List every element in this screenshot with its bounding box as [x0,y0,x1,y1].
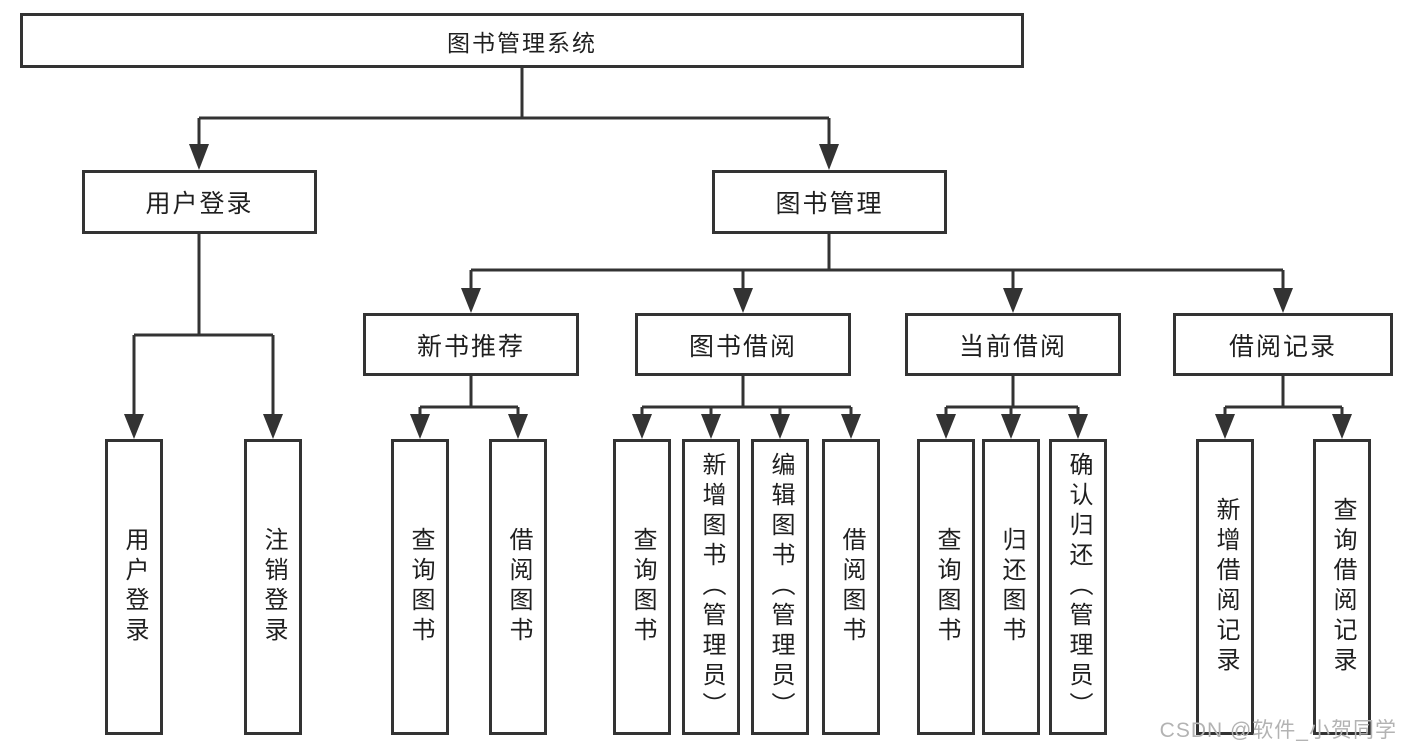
csdn-watermark: CSDN @软件_小贺同学 [1159,719,1397,742]
arrowhead [263,414,283,439]
node-book-management: 图书管理 [712,170,947,234]
node-new-book-recommendation: 新书推荐 [363,313,579,376]
arrowhead [1273,288,1293,313]
leaf-query-books-borrow: 查询图书 [613,439,671,735]
arrowhead [1215,414,1235,439]
leaf-label: 借阅图书 [838,527,865,647]
connector-borrow-to-leaves [640,376,853,417]
arrowhead [936,414,956,439]
node-current-borrowing: 当前借阅 [905,313,1121,376]
connector-bookmgmt-to-level3 [469,234,1285,291]
leaf-label: 查询图书 [933,527,960,647]
arrowhead [124,414,144,439]
node-root-system: 图书管理系统 [20,13,1024,68]
leaf-query-books-newbook: 查询图书 [391,439,449,735]
arrowhead [733,288,753,313]
arrowhead [701,414,721,439]
leaf-confirm-return-admin: 确认归还（管理员） [1049,439,1107,735]
leaf-borrow-books: 借阅图书 [822,439,880,735]
leaf-query-borrow-record: 查询借阅记录 [1313,439,1371,735]
leaf-borrow-books-newbook: 借阅图书 [489,439,547,735]
arrowhead [1332,414,1352,439]
node-book-borrowing: 图书借阅 [635,313,851,376]
leaf-label: 用户登录 [121,527,148,647]
leaf-label: 借阅图书 [505,527,532,647]
arrowhead [1003,288,1023,313]
connector-records-to-leaves [1223,376,1344,417]
arrowhead [461,288,481,313]
leaf-user-login: 用户登录 [105,439,163,735]
connector-newbook-to-leaves [418,376,520,417]
leaf-label: 确认归还（管理员） [1065,452,1092,722]
arrowhead [632,414,652,439]
arrowhead [770,414,790,439]
leaf-query-books-current: 查询图书 [917,439,975,735]
node-user-login: 用户登录 [82,170,317,234]
connector-userlogin-to-leaves [132,234,275,417]
arrowhead [189,144,209,170]
leaf-logout: 注销登录 [244,439,302,735]
leaf-label: 查询图书 [407,527,434,647]
leaf-edit-book-admin: 编辑图书（管理员） [751,439,809,735]
node-borrowing-records: 借阅记录 [1173,313,1393,376]
leaf-label: 归还图书 [998,527,1025,647]
arrowhead [410,414,430,439]
leaf-label: 新增借阅记录 [1212,497,1239,677]
arrowhead [508,414,528,439]
connector-root-to-level2 [197,68,831,148]
leaf-label: 编辑图书（管理员） [767,452,794,722]
arrowhead [1068,414,1088,439]
leaf-add-borrow-record: 新增借阅记录 [1196,439,1254,735]
arrowhead [819,144,839,170]
leaf-label: 查询图书 [629,527,656,647]
leaf-return-books: 归还图书 [982,439,1040,735]
arrowhead [1001,414,1021,439]
leaf-label: 注销登录 [260,527,287,647]
leaf-label: 新增图书（管理员） [698,452,725,722]
leaf-label: 查询借阅记录 [1329,497,1356,677]
connector-current-to-leaves [944,376,1080,417]
leaf-add-book-admin: 新增图书（管理员） [682,439,740,735]
arrowhead [841,414,861,439]
